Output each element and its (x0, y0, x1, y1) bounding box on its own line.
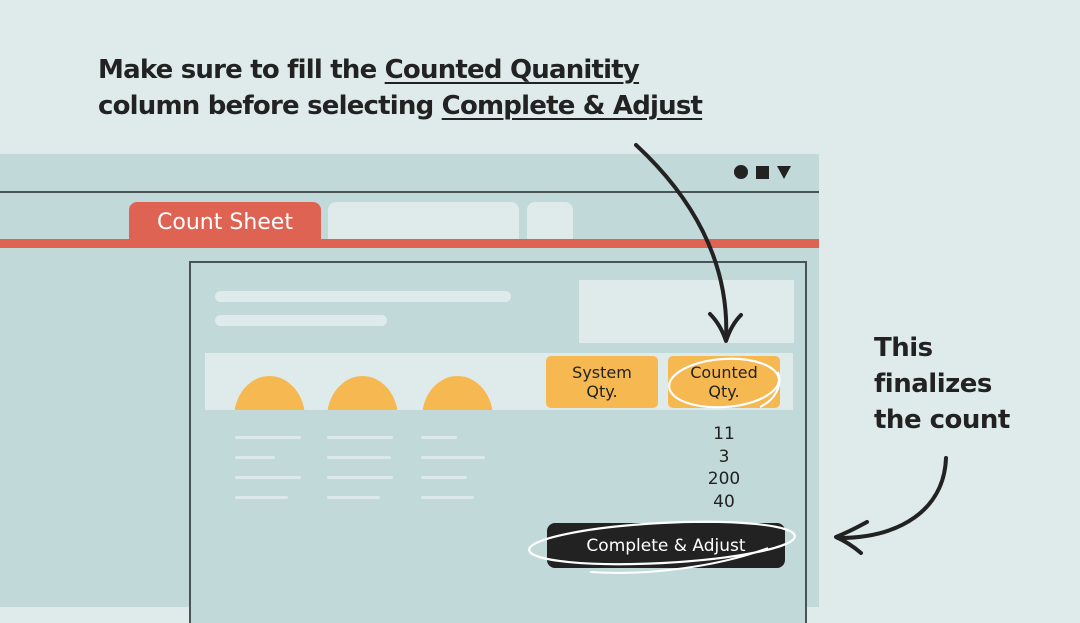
row-placeholder (235, 496, 288, 499)
placeholder-title-line (215, 291, 511, 302)
triangle-down-icon[interactable] (777, 165, 791, 179)
titlebar-divider (0, 191, 819, 193)
column-avatar-shape (234, 376, 305, 410)
column-avatar-shape (327, 376, 398, 410)
counted-value[interactable]: 3 (718, 446, 730, 467)
row-placeholder (421, 476, 467, 479)
row-placeholder (421, 496, 474, 499)
tab-count-sheet[interactable]: Count Sheet (129, 202, 321, 240)
tab-placeholder[interactable] (328, 202, 519, 240)
headline-emphasis-complete-adjust: Complete & Adjust (441, 91, 703, 121)
column-avatar-shape (422, 376, 493, 410)
square-icon[interactable] (756, 165, 769, 179)
headline-text: column before selecting (98, 91, 442, 121)
arrow-to-complete-button-icon (836, 456, 948, 540)
row-placeholder (235, 476, 301, 479)
row-placeholder (327, 476, 393, 479)
row-placeholder (327, 496, 380, 499)
headline-text: Make sure to fill the (98, 55, 385, 85)
row-placeholder (327, 456, 391, 459)
window-controls (734, 165, 791, 179)
row-placeholder (327, 436, 393, 439)
row-placeholder (235, 436, 301, 439)
circle-icon[interactable] (734, 165, 748, 179)
placeholder-subtitle-line (215, 315, 387, 326)
side-note: This finalizes the count (874, 333, 1010, 435)
row-placeholder (421, 436, 457, 439)
counted-value[interactable]: 40 (713, 491, 735, 512)
counted-value[interactable]: 200 (707, 469, 741, 489)
headline-emphasis-counted-quantity: Counted Quanitity (384, 55, 640, 85)
row-placeholder (421, 456, 485, 459)
counted-value[interactable]: 11 (713, 424, 735, 444)
counted-qty-values: 11 3 200 40 (669, 423, 779, 513)
instruction-headline: Make sure to fill the Counted Quanitity … (98, 52, 703, 124)
complete-and-adjust-button[interactable]: Complete & Adjust (547, 523, 785, 568)
tab-placeholder-small[interactable] (527, 202, 573, 240)
placeholder-box (579, 280, 794, 343)
row-placeholder (235, 456, 275, 459)
tab-strip (0, 239, 819, 248)
